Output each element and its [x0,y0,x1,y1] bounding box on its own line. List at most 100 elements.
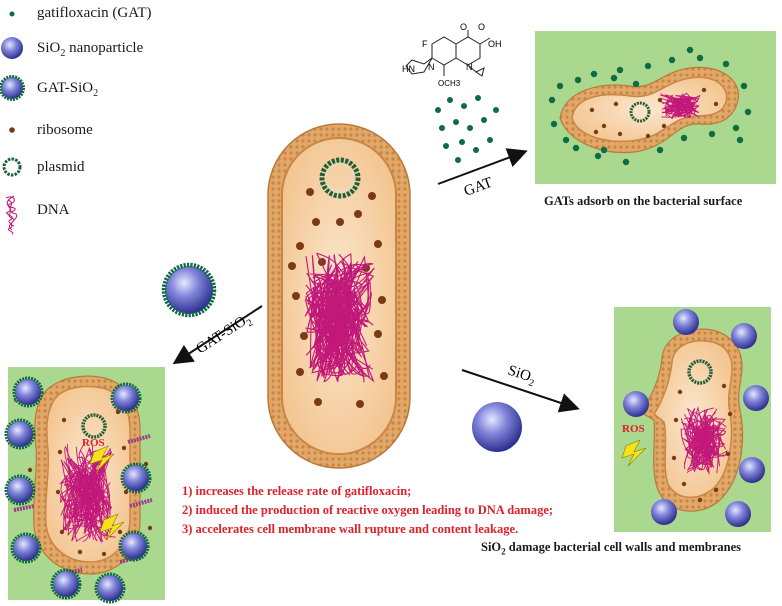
ribosome-dot [368,192,376,200]
legend-label-ribosome: ribosome [37,122,93,138]
ribosome-dot [673,417,679,423]
ribosome-dot [296,368,304,376]
gat-dot [632,80,640,88]
gat-dot [455,157,461,163]
ribosome-dot [601,123,607,129]
gat-dot [622,158,630,166]
gat-dot [616,66,624,74]
ribosome-dot [593,129,599,135]
drug-rod [13,504,35,512]
gat-dot [493,107,499,113]
caption-gat-adsorb: GATs adsorb on the bacterial surface [544,194,743,208]
ribosome-dot [721,383,727,389]
arrow-to-sio2-panel [461,369,580,413]
free-gat-dots [435,95,499,163]
ribosome-dot [727,411,733,417]
ribosome-dot [701,87,707,93]
molecule-label-oh: OH [488,39,502,49]
central-bacterium [267,123,411,469]
gat-dot [550,120,558,128]
lightning-icon-left-2 [99,513,125,541]
gat-dot [708,130,716,138]
drug-rod [129,498,153,508]
gat-dot [467,125,473,131]
legend-sio2-icon [1,37,23,59]
ribosome-dot [101,551,107,557]
dna-strand [78,451,113,530]
gat-dot [439,125,445,131]
dna-strand [64,459,110,537]
gat-sio2-nanoparticle [97,575,123,601]
gat-dot [562,136,570,144]
ribosome-dot [55,489,61,495]
central-plasmid [319,157,361,199]
ribosome-dot [288,262,296,270]
gat-coating-ring [118,530,150,562]
arrow-label-gat: GAT [462,175,495,200]
ribosome-dot [617,131,623,137]
gat-coating-ring [50,568,82,600]
legend-ribosome-icon [9,127,15,133]
ribosome-dot [123,489,129,495]
ribosome-dot [645,133,651,139]
ribosome-dot [117,529,123,535]
ribosome-dot [77,549,83,555]
arrow-to-gat-panel [437,148,528,185]
gat-sio2-nanoparticle [13,535,39,561]
gat-sio2-nanoparticle [15,379,41,405]
lightning-icon-left-1 [89,445,115,473]
dna-strand [680,418,715,466]
gatifloxacin-molecule-structure [405,30,491,77]
gat-dot [459,139,465,145]
gat-dot [594,152,602,160]
gat-coating-ring [10,532,42,564]
arrow-label-sio2: SiO2 [505,363,538,390]
ribosome-dot [697,497,703,503]
ribosome-dot [61,417,67,423]
ribosome-dot [314,398,322,406]
sio2-nanoparticle-large [472,402,522,452]
ribosome-dot [657,97,663,103]
gat-dot [680,134,688,142]
ribosome-dot [374,240,382,248]
molecule-label-n2: N [466,62,473,72]
gat-dot [487,137,493,143]
gat-dot [435,107,441,113]
ribosome-dot [725,451,731,457]
ribosome-dot [671,455,677,461]
ribosome-dot [356,400,364,408]
gat-coating-ring [120,462,152,494]
ros-label-left: ROS [82,437,105,449]
caption-sio2-damage: SiO2 damage bacterial cell walls and mem… [481,540,742,557]
gat-dot [732,124,740,132]
ros-label-right: ROS [622,423,645,435]
gat-dot [548,96,556,104]
gat-dot [574,76,582,84]
sio2-nanoparticle [651,499,677,525]
gat-dot [453,119,459,125]
gat-dot [610,74,618,82]
gat-sio2-nanoparticle [121,533,147,559]
sio2-nanoparticle [731,323,757,349]
molecule-label-o1: O [460,22,467,32]
legend-label-sio2: SiO2 nanoparticle [37,40,144,59]
panel-gat-adsorb [535,31,776,184]
gat-sio2-nanoparticle [7,477,33,503]
gat-coating-ring [110,382,142,414]
lightning-icon-right [621,439,647,467]
ribosome-dot [27,467,33,473]
effect-item-2: 2) induced the production of reactive ox… [182,503,554,517]
effect-item-1: 1) increases the release rate of gatiflo… [182,484,412,498]
gat-dot [686,46,694,54]
ribosome-dot [589,107,595,113]
panel-sio2-damage [614,307,771,532]
dna-strand [306,282,361,376]
molecule-label-och3: OCH3 [438,79,461,88]
ribosome-dot [677,389,683,395]
gat-coating-ring [4,418,36,450]
dna-strand [661,99,692,118]
gat-dot [744,108,752,116]
dna-strand [683,415,723,470]
effect-item-3: 3) accelerates cell membrane wall ruptur… [182,522,519,536]
